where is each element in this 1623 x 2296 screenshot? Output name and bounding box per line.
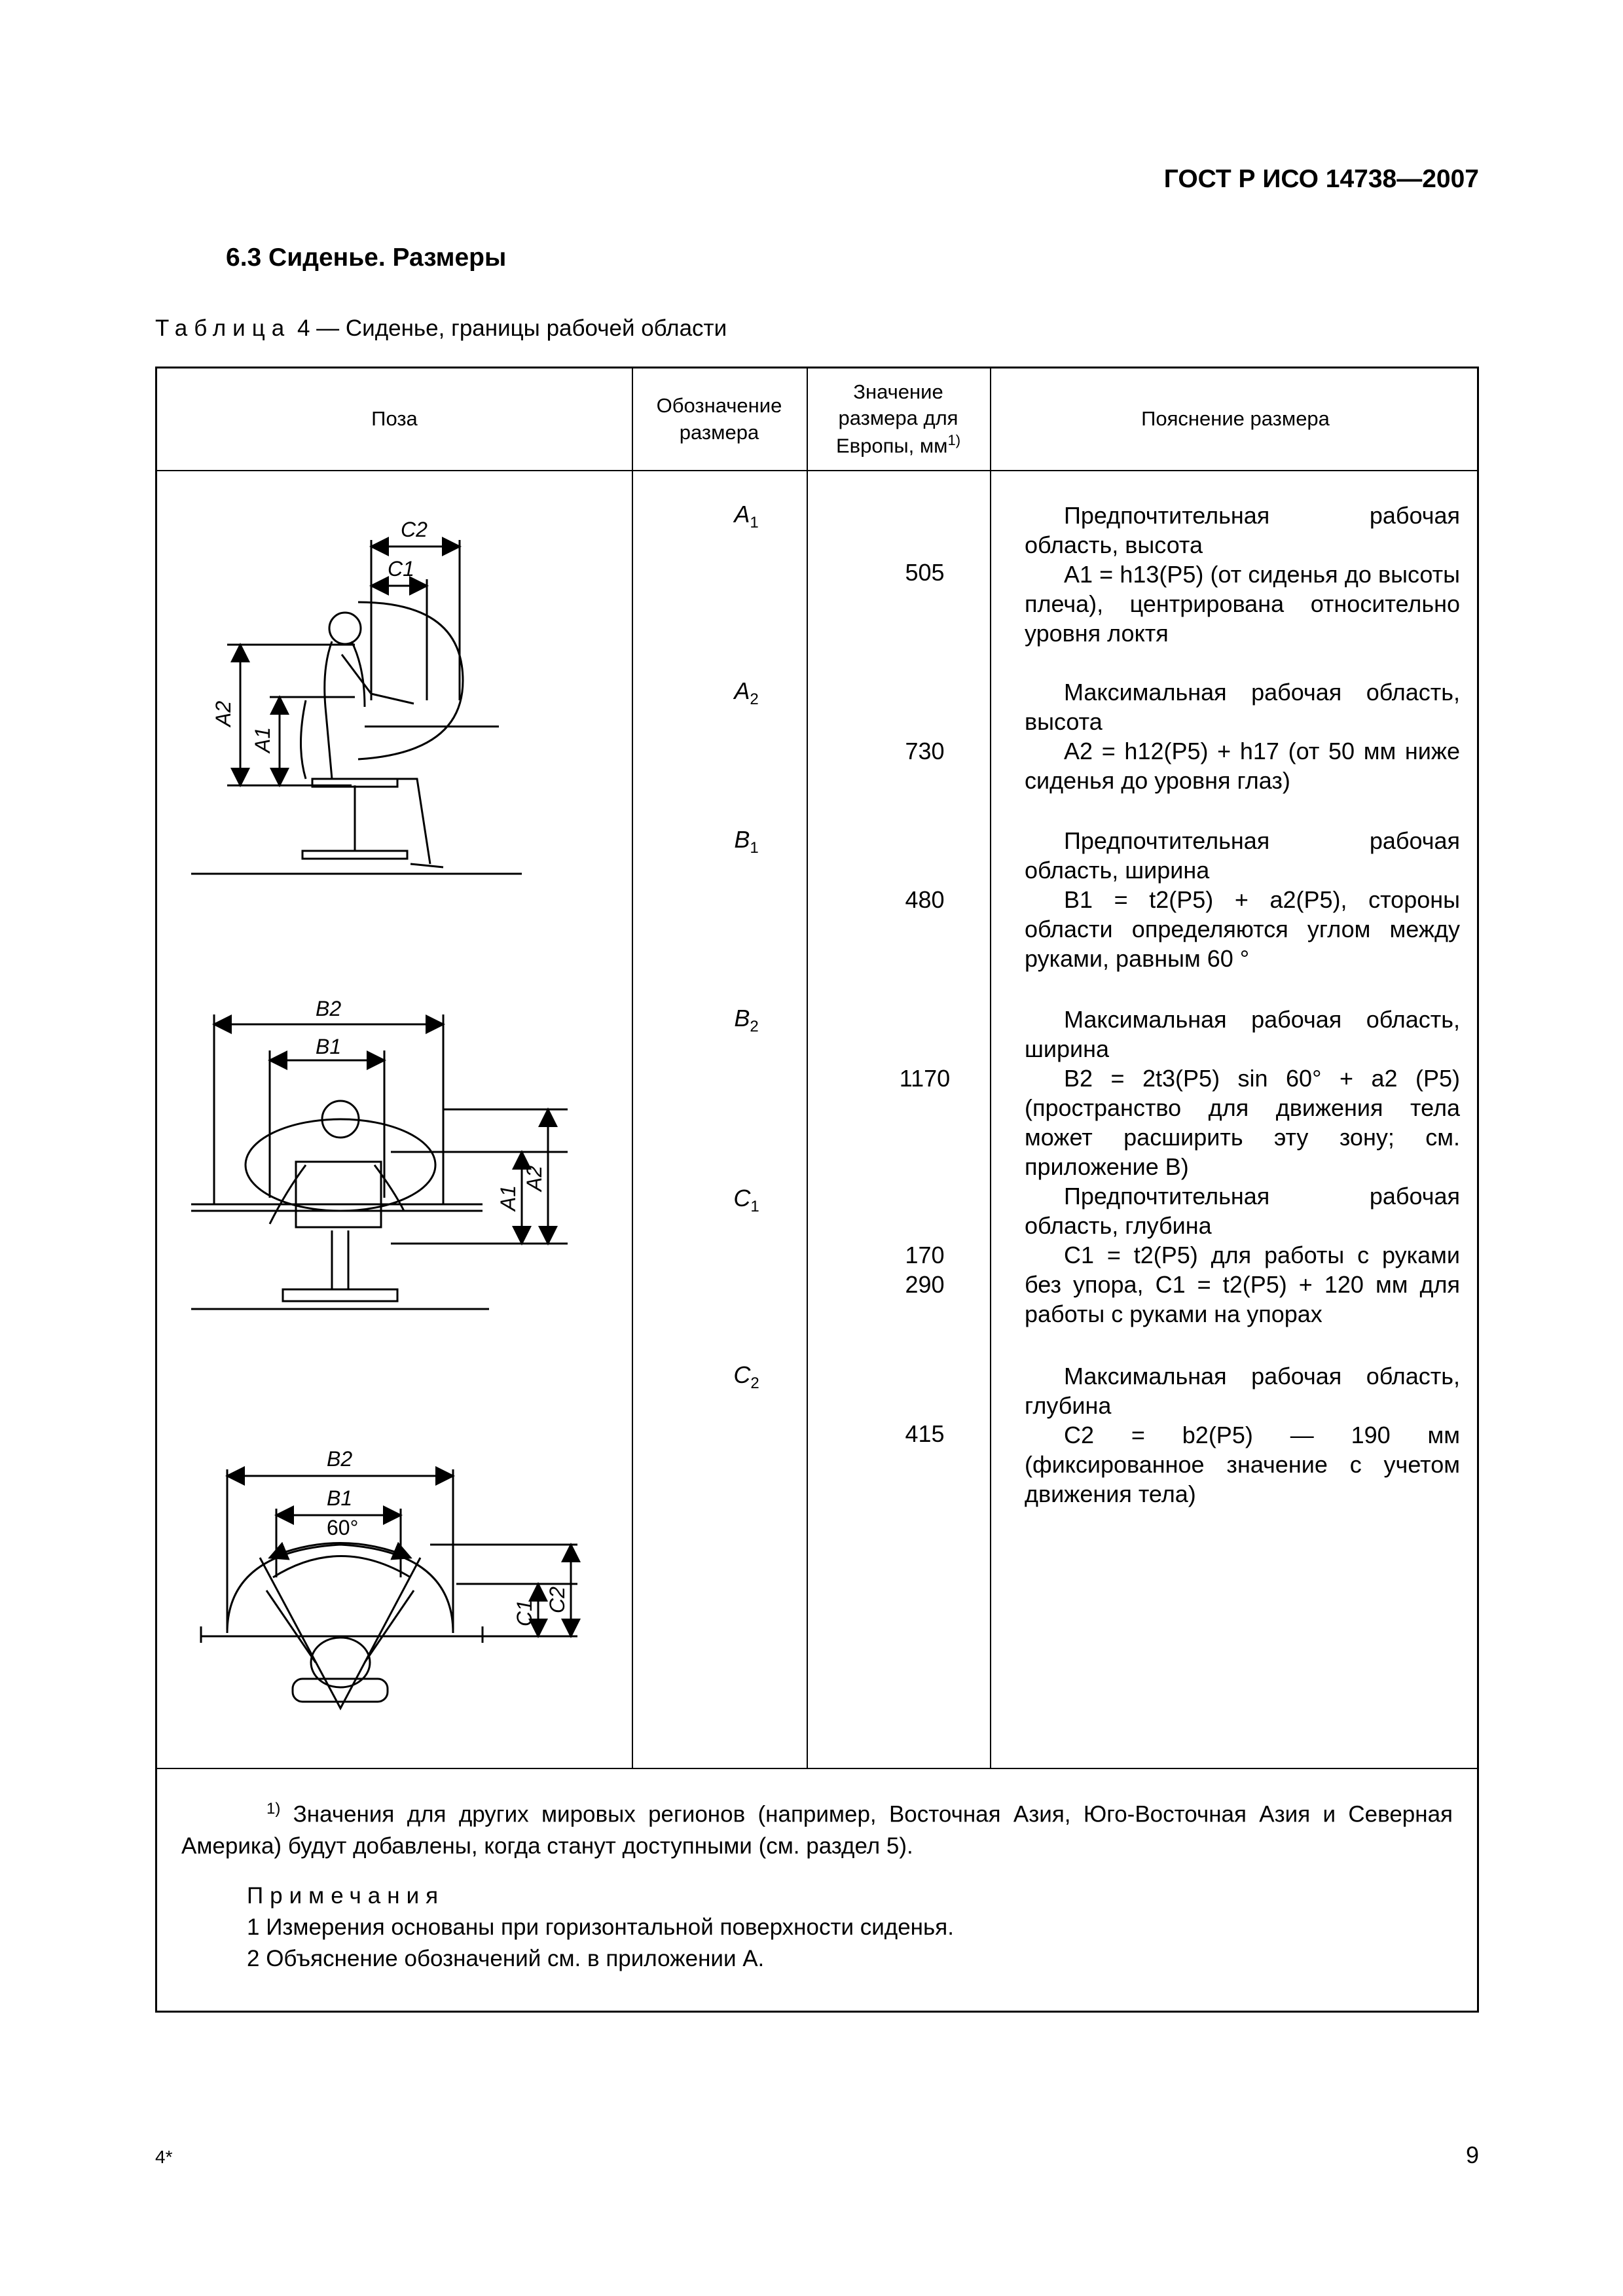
designation-b1: B1 (734, 826, 759, 857)
table-caption: Таблица 4 — Сиденье, границы рабочей обл… (155, 315, 727, 342)
value-c1-b: 290 (905, 1271, 945, 1298)
formula-b2: B2 = 2t3(P5) sin 60° + a2 (P5) (простран… (1025, 1065, 1460, 1180)
page-number: 9 (1465, 2142, 1479, 2168)
footnote-marker: 1) (266, 1800, 281, 1818)
explanation-c1: Предпочтительная рабочая область, глубин… (1025, 1183, 1460, 1327)
label-a1-front: A1 (496, 1185, 520, 1212)
table-caption-word: Таблица (155, 315, 291, 341)
label-a2-side: A2 (211, 701, 235, 728)
explanation-c2: Максимальная рабочая область, глубина C2… (1025, 1363, 1460, 1507)
explanation-b1: Предпочтительная рабочая область, ширина… (1025, 827, 1460, 972)
label-a1-side: A1 (251, 727, 274, 754)
pose-figures: C2 C1 A2 A1 B2 B1 A1 A2 B2 B1 60° C1 C2 (191, 518, 581, 1711)
label-a2-front: A2 (522, 1166, 546, 1193)
value-a2: 730 (905, 738, 945, 764)
table-caption-text: 4 — Сиденье, границы рабочей области (291, 315, 727, 341)
designation-a2: A2 (734, 677, 759, 709)
value-b1: 480 (905, 886, 945, 913)
label-angle-top: 60° (327, 1516, 358, 1539)
header-explanation: Пояснение размера (1141, 407, 1330, 431)
formula-a2: A2 = h12(P5) + h17 (от 50 мм ниже сидень… (1025, 738, 1460, 794)
formula-c2: C2 = b2(P5) — 190 мм (фиксированное знач… (1025, 1422, 1460, 1507)
header-pose: Поза (371, 407, 418, 431)
value-c1-a: 170 (905, 1242, 945, 1268)
value-c2: 415 (905, 1420, 945, 1447)
label-b1-top: B1 (327, 1486, 352, 1510)
label-b2-top: B2 (327, 1447, 352, 1471)
footer-mark: 4* (155, 2147, 173, 2167)
standard-code: ГОСТ Р ИСО 14738—2007 (1163, 165, 1479, 193)
table-footnote: 1) Значения для других мировых регионов … (155, 1793, 1479, 1975)
explanation-b2: Максимальная рабочая область, ширина B2 … (1025, 1006, 1460, 1180)
formula-b1: B1 = t2(P5) + a2(P5), стороны области оп… (1025, 886, 1460, 972)
designation-c1: C1 (733, 1185, 759, 1216)
note-1: 1 Измерения основаны при горизонтальной … (247, 1914, 954, 1940)
value-a1: 505 (905, 559, 945, 586)
label-c1-side: C1 (388, 557, 414, 581)
designation-c2: C2 (733, 1361, 759, 1393)
notes-heading: Примечания (247, 1882, 445, 1909)
label-c2-top: C2 (545, 1587, 569, 1613)
label-c2-side: C2 (401, 518, 428, 541)
explanation-a1: Предпочтительная рабочая область, высота… (1025, 502, 1460, 647)
label-b2-front: B2 (316, 997, 341, 1020)
footnote-text: Значения для других мировых регионов (на… (181, 1801, 1453, 1859)
explanation-a2: Максимальная рабочая область, высота A2 … (1025, 679, 1460, 794)
side-view-figure (191, 537, 522, 875)
label-c1-top: C1 (513, 1600, 536, 1626)
value-b2: 1170 (899, 1065, 951, 1092)
note-2: 2 Объяснение обозначений см. в приложени… (247, 1945, 765, 1971)
designation-b2: B2 (734, 1005, 759, 1036)
label-b1-front: B1 (316, 1035, 341, 1058)
section-title: 6.3 Сиденье. Размеры (226, 243, 507, 272)
formula-c1: C1 = t2(P5) для работы с руками без упор… (1025, 1242, 1460, 1327)
front-view-figure (191, 1014, 568, 1310)
top-view-figure (200, 1466, 581, 1711)
formula-a1: A1 = h13(P5) (от сиденья до высоты плеча… (1025, 561, 1460, 647)
designation-a1: A1 (734, 501, 759, 532)
